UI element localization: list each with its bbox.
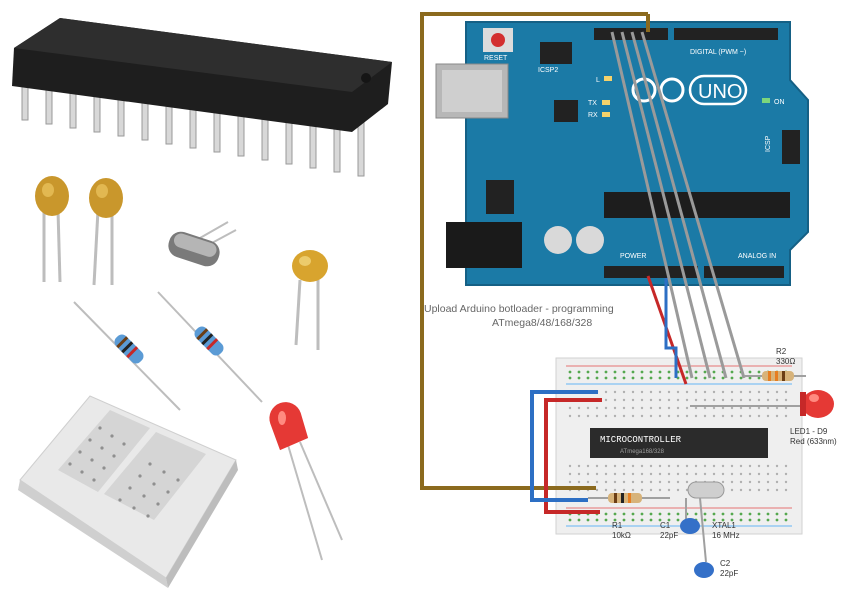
resistor-r2 [744,371,806,381]
r2-value: 330Ω [776,357,795,366]
usb-chip [554,100,578,122]
mini-breadboard [18,395,238,588]
chip-label: MICROCONTROLLER [600,435,682,445]
led-value: Red (633nm) [790,437,837,446]
breadboard-holes [68,426,180,518]
c2-label: C2 [720,559,731,568]
wire-brown [420,12,650,490]
capacitor-c2 [694,497,714,578]
icsp-label: ICSP [765,135,772,152]
dip-ic-chip [12,18,392,177]
voltage-regulator [486,180,514,214]
r1-label: R1 [612,521,623,530]
breadboard-grid-holes [568,390,788,492]
crystal-xtal1 [687,481,725,499]
wire-blue [530,278,678,502]
wires-gray [610,31,746,379]
rx-label: RX [588,112,598,119]
power-label: POWER [620,253,646,260]
resistor-left [73,301,181,411]
r2-label: R2 [776,347,787,356]
c1-label: C1 [660,521,671,530]
electrolytic-cap-1 [544,226,572,254]
xtal-value: 16 MHz [712,531,740,540]
led-label: LED1 - D9 [790,427,828,436]
microcontroller-chip: MICROCONTROLLER ATmega168/328 [590,428,768,458]
on-label: ON [774,99,785,106]
uno-badge [688,74,748,106]
icsp2-header [540,42,572,64]
l-led-label: L [596,77,600,84]
resistor-right [157,291,263,403]
power-header [604,266,698,278]
red-led [269,402,343,561]
icsp2-label: ICSP2 [538,67,558,74]
analog-label: ANALOG IN [738,253,776,260]
ceramic-capacitor-left [35,176,69,283]
caption-line2: ATmega8/48/168/328 [492,317,592,329]
led1 [690,390,834,418]
digital-label: DIGITAL (PWM ~) [690,49,746,56]
tx-label: TX [588,100,597,107]
electrolytic-cap-2 [576,226,604,254]
xtal-label: XTAL1 [712,521,736,530]
crystal-oscillator [168,221,237,267]
digital-header-b [674,28,778,40]
r1-value: 10kΩ [612,531,631,540]
caption-line1: Upload Arduino botloader - programming [424,303,614,315]
resistor-r1 [588,493,670,503]
uno-brand-text: UNO [698,81,742,103]
power-jack [446,222,522,268]
reset-label: RESET [484,55,508,62]
arduino-uno-board: RESET ICSP2 DIGITAL (PWM ~) UNO L TX RX … [435,21,809,286]
icsp-header [782,130,800,164]
c2-value: 22pF [720,569,738,578]
ceramic-capacitor-single [292,250,328,350]
ceramic-capacitor-right [89,178,123,286]
c1-value: 22pF [660,531,678,540]
chip-sublabel: ATmega168/328 [620,449,665,455]
capacitor-c1 [680,498,700,534]
analog-header [704,266,784,278]
